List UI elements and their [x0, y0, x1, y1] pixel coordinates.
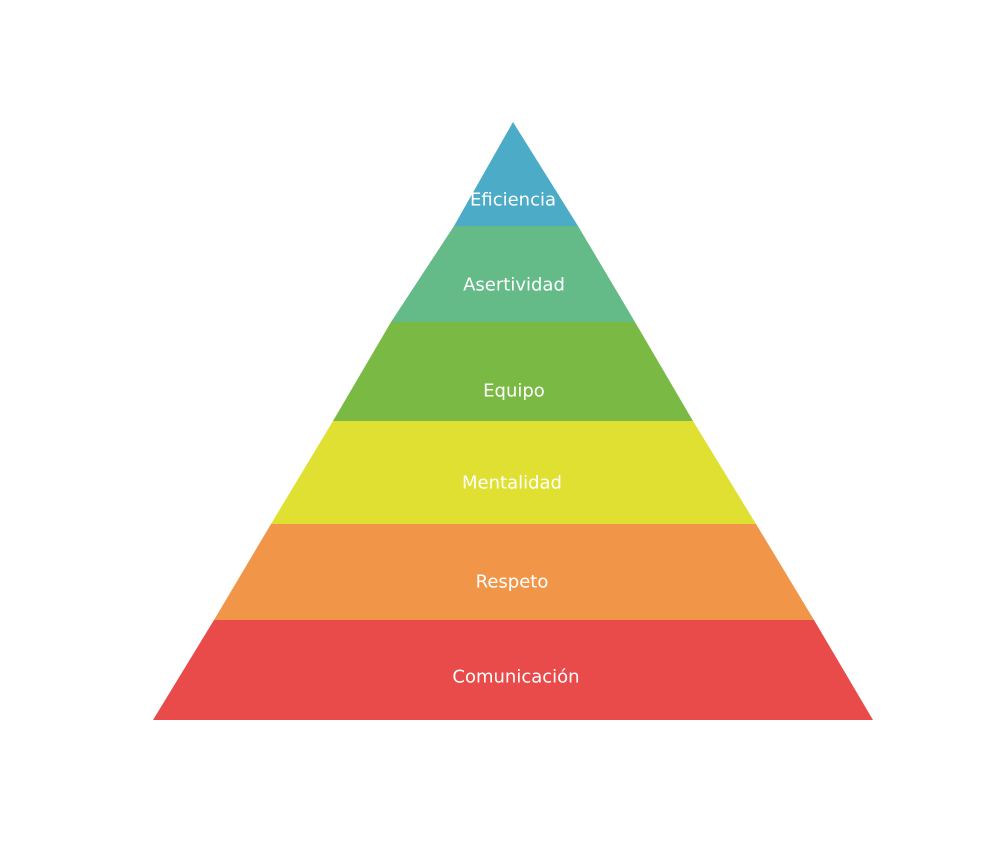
tier-asertividad-label: Asertividad	[463, 275, 565, 296]
tier-comunicacion-shape	[153, 620, 873, 720]
tier-asertividad: Asertividad	[391, 226, 635, 322]
tier-comunicacion: Comunicación	[153, 620, 873, 720]
tier-eficiencia-shape	[454, 122, 578, 226]
tier-equipo-shape	[333, 322, 693, 421]
tier-respeto-label: Respeto	[476, 572, 549, 593]
tier-comunicacion-label: Comunicación	[452, 667, 579, 688]
tier-mentalidad-shape	[271, 421, 756, 524]
tier-eficiencia: Eficiencia	[454, 122, 578, 226]
tier-equipo: Equipo	[333, 322, 693, 421]
tier-equipo-label: Equipo	[483, 381, 545, 402]
tier-eficiencia-label: Eficiencia	[470, 190, 556, 211]
tier-asertividad-shape	[391, 226, 635, 322]
tier-mentalidad: Mentalidad	[271, 421, 756, 524]
tier-mentalidad-label: Mentalidad	[462, 473, 562, 494]
tier-respeto-shape	[214, 524, 814, 620]
tier-respeto: Respeto	[214, 524, 814, 620]
